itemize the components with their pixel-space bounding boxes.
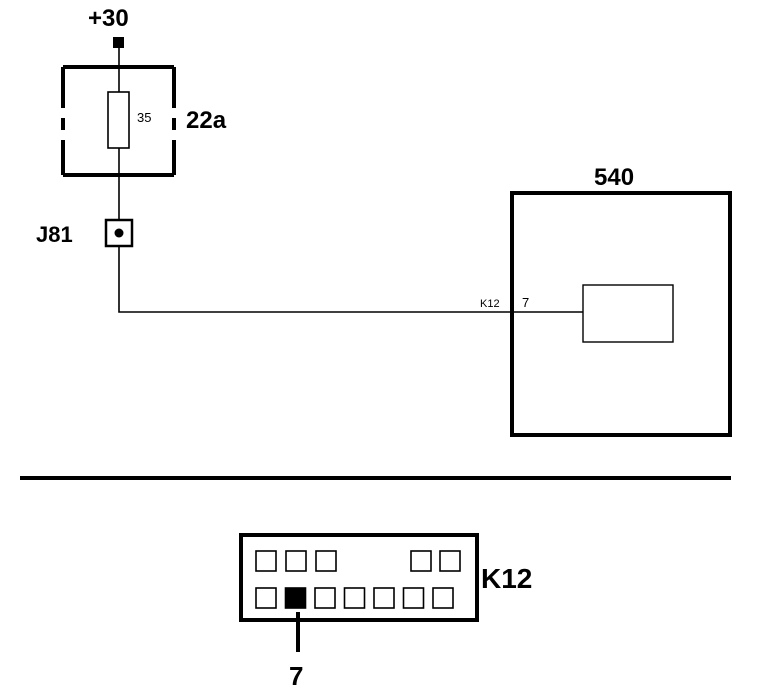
- connector-view-label: K12: [481, 563, 532, 594]
- fuse-holder: [61, 65, 176, 177]
- supply-terminal-marker: [113, 37, 124, 48]
- junction-label: J81: [36, 222, 73, 247]
- connector-pin-bottom-5: [373, 587, 395, 609]
- supply-terminal-label: +30: [88, 5, 129, 32]
- feed-wire-to-module: [118, 246, 583, 313]
- fuse-element: [107, 91, 130, 149]
- connector-pin-top-4: [410, 550, 432, 572]
- module-pin-label: 7: [522, 295, 529, 310]
- connector-pin-top-1: [255, 550, 277, 572]
- connector-pin-top-3: [315, 550, 337, 572]
- module-id-label: 540: [594, 164, 634, 191]
- connector-pin-bottom-6: [402, 587, 425, 609]
- connector-pin-label: 7: [289, 661, 303, 691]
- connector-pin-bottom-3: [314, 587, 336, 609]
- connector-pin-bottom-7: [432, 587, 454, 609]
- module-connector-label: K12: [480, 298, 500, 310]
- junction-dot: [114, 228, 124, 238]
- fuse-id-label: 22a: [186, 107, 227, 134]
- fuse-rating-label: 35: [137, 110, 151, 125]
- connector-pin-top-2: [285, 550, 307, 572]
- connector-pin-bottom-4: [343, 587, 366, 609]
- connector-pin-highlighted: [284, 587, 307, 609]
- connector-k12-pins: [255, 550, 461, 609]
- module-internal-component: [582, 284, 674, 343]
- connector-pin-bottom-1: [255, 587, 277, 609]
- connector-pin-top-5: [439, 550, 461, 572]
